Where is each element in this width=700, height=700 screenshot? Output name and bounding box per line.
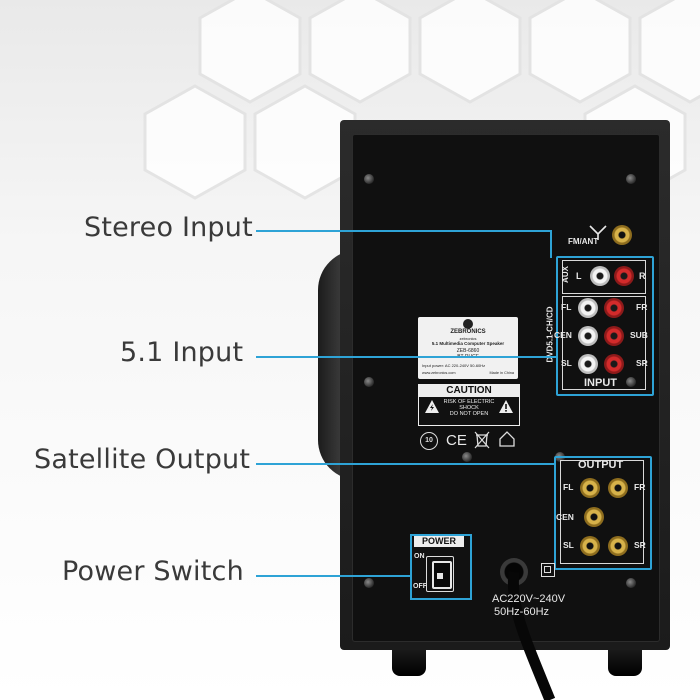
product-name: 5.1 Multimedia Computer Speaker (431, 341, 505, 346)
aux-section (562, 260, 646, 294)
power-off-label: OFF (413, 583, 427, 590)
output-sr-jack[interactable] (608, 536, 628, 556)
power-rocker-switch[interactable] (432, 561, 452, 589)
aux-l-label: L (576, 271, 582, 281)
brand-name: ZEBRONICS (450, 329, 486, 335)
satellite-output-leader (256, 463, 554, 465)
brand-tagline: zebronics (459, 336, 477, 341)
input-sr-label: SR (636, 358, 648, 368)
output-section-label: OUTPUT (578, 459, 624, 471)
stereo-input-callout: Stereo Input (84, 212, 253, 243)
stereo-input-highlight (556, 256, 654, 396)
website: www.zebronics.com (422, 371, 456, 375)
dvd-51-section (562, 296, 646, 390)
screw (364, 174, 374, 184)
input-fr-jack[interactable] (604, 298, 624, 318)
double-insulation-icon (541, 563, 555, 577)
output-fr-jack[interactable] (608, 478, 628, 498)
cabinet-foot-right (608, 650, 642, 676)
electric-shock-icon (425, 400, 439, 413)
brand-logo-icon (463, 319, 473, 329)
screw (626, 377, 636, 387)
power-cord (507, 571, 556, 700)
caution-line-3: DO NOT OPEN (449, 411, 489, 417)
output-fr-label: FR (634, 482, 646, 492)
cabinet-foot-left (392, 650, 426, 676)
stereo-input-leader (256, 230, 552, 232)
indoor-use-icon (499, 431, 515, 447)
input-sl-jack[interactable] (578, 354, 598, 374)
aux-r-label: R (639, 271, 646, 281)
input-cen-label: CEN (554, 330, 572, 340)
input-51-callout: 5.1 Input (120, 337, 244, 368)
output-sl-label: SL (563, 540, 574, 550)
product-label-plate: ZEBRONICS zebronics 5.1 Multimedia Compu… (418, 317, 518, 379)
satellite-output-highlight (554, 456, 652, 570)
caution-title: CAUTION (419, 385, 519, 397)
fm-ant-label: FM/ANT (568, 237, 599, 246)
country-of-origin: Made in China (489, 371, 514, 375)
model-number: ZEB-6860 (456, 348, 480, 354)
ce-mark: CE (446, 432, 467, 449)
caution-label: CAUTION RISK OF ELECTRIC SHOCK DO NOT OP… (418, 384, 520, 426)
input-power-spec: Input power: AC 220-240V 50-60Hz (422, 363, 486, 368)
mains-rating-line-1: AC220V~240V (492, 593, 566, 605)
output-sr-label: SR (634, 540, 646, 550)
input-51-leader (256, 356, 556, 358)
input-sl-label: SL (561, 358, 572, 368)
input-sub-jack[interactable] (604, 326, 624, 346)
screw (626, 578, 636, 588)
screw (364, 377, 374, 387)
input-cen-jack[interactable] (578, 326, 598, 346)
aux-left-jack[interactable] (590, 266, 610, 286)
warning-icon (499, 400, 513, 413)
screw (462, 452, 472, 462)
mains-rating-line-2: 50Hz-60Hz (494, 606, 550, 618)
input-fl-jack[interactable] (578, 298, 598, 318)
power-on-label: ON (414, 553, 425, 560)
satellite-output-callout: Satellite Output (34, 444, 251, 475)
input-sub-label: SUB (630, 330, 648, 340)
fm-antenna-jack[interactable] (612, 225, 632, 245)
screw (626, 174, 636, 184)
power-switch-leader (256, 575, 410, 577)
weee-bin-icon (474, 431, 490, 449)
input-fr-label: FR (636, 302, 648, 312)
output-cen-label: CEN (556, 512, 574, 522)
output-section (560, 460, 644, 564)
antenna-icon (589, 225, 607, 240)
screw (364, 578, 374, 588)
input-sr-jack[interactable] (604, 354, 624, 374)
output-fl-label: FL (563, 482, 574, 492)
switch-bracket (426, 556, 454, 592)
output-fl-jack[interactable] (580, 478, 600, 498)
output-sl-jack[interactable] (580, 536, 600, 556)
power-switch-callout: Power Switch (62, 556, 244, 587)
aux-right-jack[interactable] (614, 266, 634, 286)
caution-line-2: SHOCK (459, 405, 479, 411)
power-header: POWER (414, 536, 464, 547)
output-cen-jack[interactable] (584, 507, 604, 527)
input-section-label: INPUT (584, 377, 617, 389)
input-fl-label: FL (561, 302, 572, 312)
aux-label: AUX (560, 266, 570, 283)
compliance-badge-icon: 10 (420, 432, 438, 450)
caution-line-1: RISK OF ELECTRIC (443, 399, 495, 405)
stereo-input-leader-vertical (550, 230, 552, 258)
